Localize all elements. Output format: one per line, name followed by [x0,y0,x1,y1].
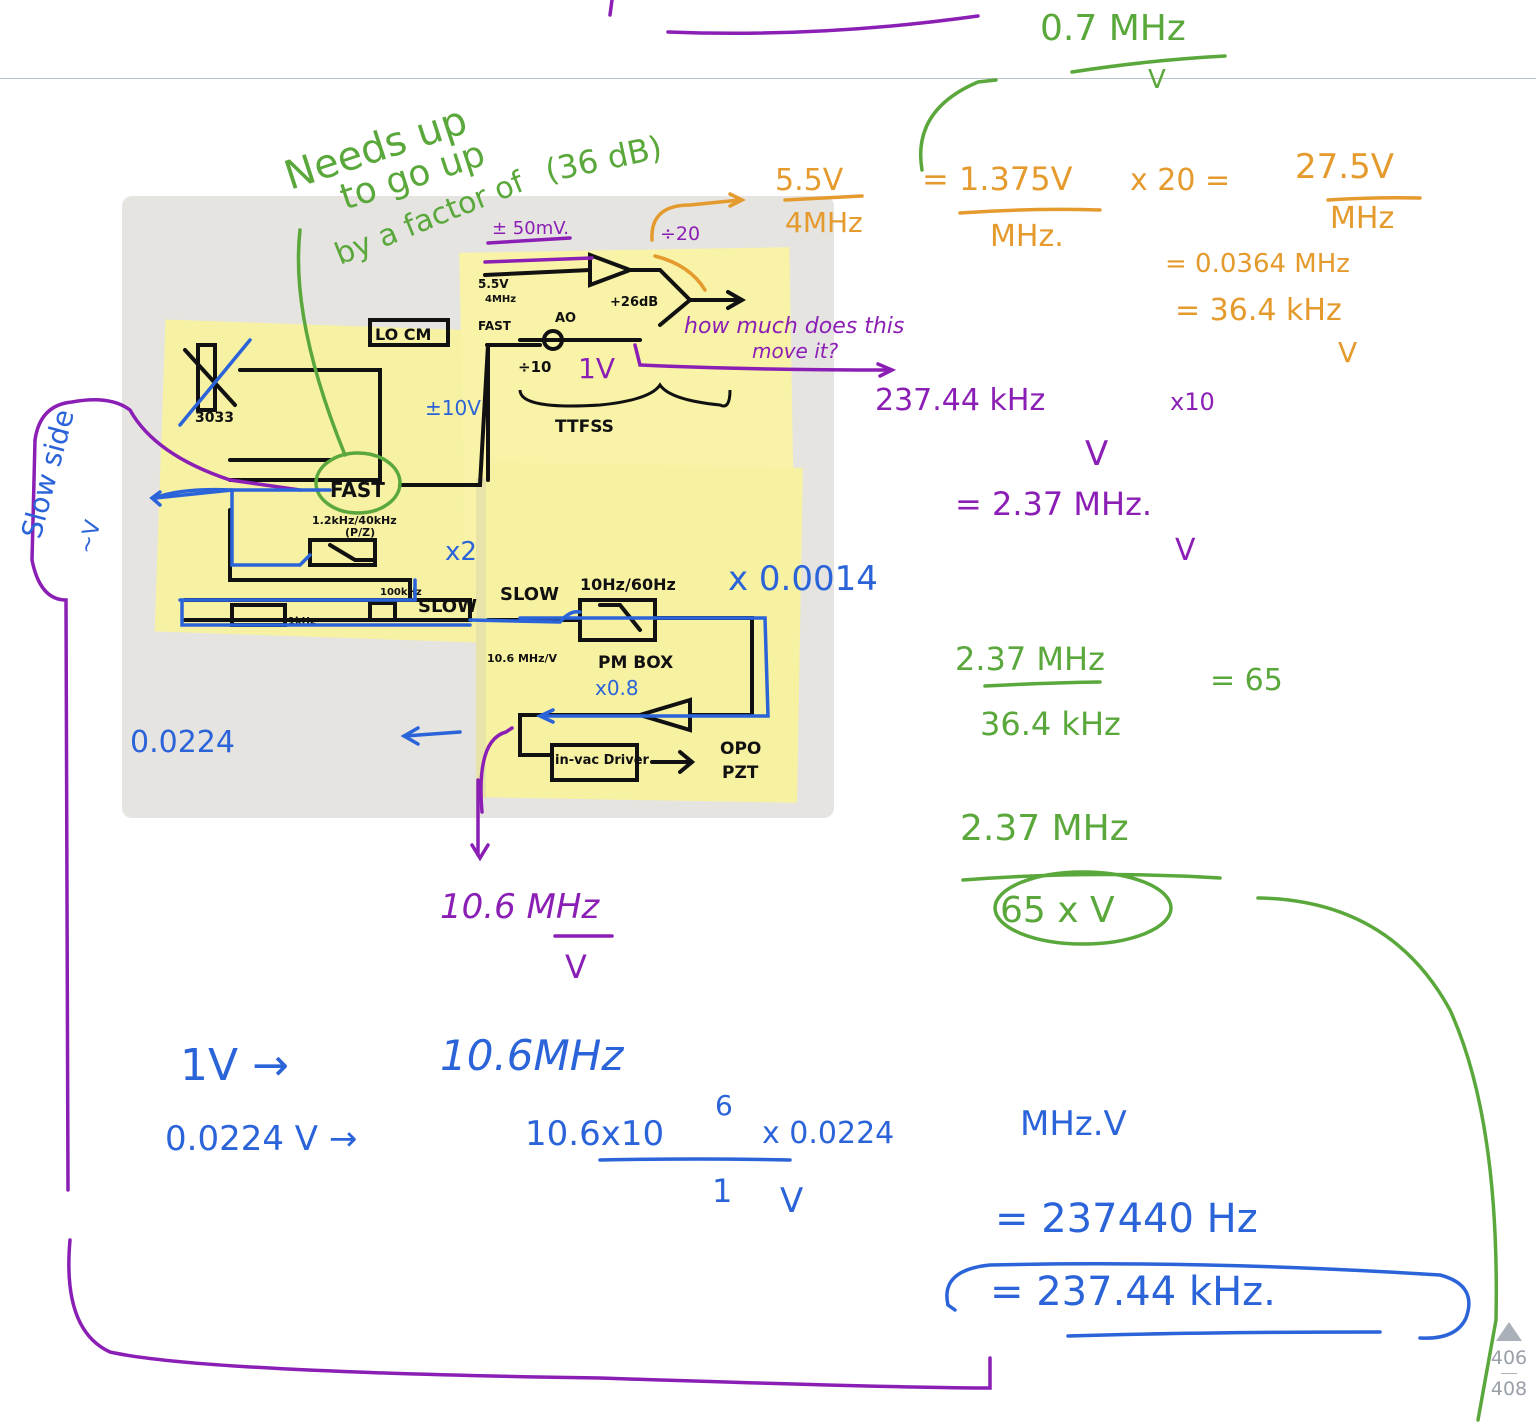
ratio-num: 2.37 MHz [955,640,1105,678]
k237-unit: V [1085,434,1108,474]
page-navigator: 406 408 [1486,1318,1532,1423]
ratio-den: 36.4 kHz [980,705,1121,743]
eq1-res-num: 27.5V [1295,147,1394,187]
blue-strokes [149,338,1471,1340]
k237-note: 237.44 kHz [875,383,1045,418]
r2-den: 65 x V [1000,890,1115,931]
eq1-line2: = 0.0364 MHz [1165,249,1350,279]
slow-v-note: ±10V [425,396,481,420]
eq1-den-left: 4MHz [785,206,863,239]
m237-unit: V [1175,533,1196,568]
eq1-mid-den: MHz. [990,219,1064,254]
black-ink-labels: LO CM FAST (P/Z) 1.2kHz/40kHz 3033 100kH… [195,277,761,783]
gain26-label: +26dB [610,295,658,310]
fast-label: FAST [330,478,385,502]
x08-note: x0.8 [595,676,639,700]
slow-v-unit: ~V [74,518,107,557]
total-pages: 408 [1490,1378,1528,1400]
line2-den: 1 [712,1172,732,1210]
ttfss-label: TTFSS [555,417,614,437]
res1: = 237440 Hz [995,1196,1258,1242]
m106-note: 10.6 MHz [440,887,600,927]
eq1-x20: x 20 = [1130,163,1230,198]
header-note-unit: V [1148,65,1166,95]
x2-note: x2 [445,537,477,567]
res2: = 237.44 kHz. [990,1269,1276,1315]
f100khz-label: 100kHz [380,587,422,598]
line2-den-v: V [780,1181,803,1221]
pm-box-label: PM BOX [598,653,673,673]
lo-cm-label: LO CM [375,325,431,344]
eq1-num-left: 5.5V [775,163,844,198]
m237-note: = 2.37 MHz. [955,485,1152,523]
how-much-note: how much does this [684,314,904,339]
ttfss-brace [518,382,732,408]
div20-note: ÷20 [660,223,700,245]
f1khz-label: 1kHz [288,616,316,627]
slow-note-label: SLOW [500,584,559,605]
orange-text: 5.5V 4MHz = 1.375V MHz. x 20 = 27.5V MHz… [775,147,1394,369]
eq1-unit-v: V [1338,336,1357,369]
fast-in-label: FAST [478,319,512,333]
line2-exp: 6 [715,1089,733,1122]
eq1-mid-num: = 1.375V [922,160,1073,198]
pm-freq-label: 10.6 MHz/V [487,652,558,665]
page-top-rule [0,78,1536,79]
purple-text: ± 50mV. ÷20 how much does this move it? … [440,218,1215,986]
div10-label: ÷10 [518,358,551,376]
line1-left: 1V → [180,1040,289,1091]
r2-num: 2.37 MHz [960,808,1129,849]
db36-note: (36 dB) [542,128,665,190]
move-it-note: move it? [752,339,839,363]
opo-label: OPO [720,739,761,759]
header-note: 0.7 MHz [1040,8,1186,49]
eq1-line3: = 36.4 kHz [1175,293,1342,328]
line2-x: x 0.0224 [762,1116,894,1151]
slow-side-note: Slow side [15,406,81,542]
line2-left: 0.0224 V → [165,1119,357,1159]
green-strokes [296,54,1499,1422]
page-separator [1501,1373,1517,1374]
mhz4-label: 4MHz [485,294,516,305]
blue-text: x2 x 0.0014 x0.8 ±10V 0.0224 Slow side ~… [15,396,1276,1315]
page-up-arrow-icon[interactable] [1496,1322,1522,1341]
tf-note-label: 10Hz/60Hz [580,575,676,594]
line2-mid: 10.6x10 [525,1114,664,1154]
one-v-note: 1V [578,352,615,385]
line1-right: 10.6MHz [440,1031,624,1080]
v55-label: 5.5V [478,277,509,291]
pzt-label: PZT [722,763,759,783]
x10-note: x10 [1170,388,1215,416]
pm50-note: ± 50mV. [492,218,569,239]
pz-label: (P/Z) [345,526,375,539]
f12-label: 1.2kHz/40kHz [312,514,397,527]
x0014-note: x 0.0014 [728,559,878,599]
r3033-label: 3033 [195,410,234,426]
ao-label: AO [555,311,576,326]
slow-box-label: SLOW [418,596,477,617]
ratio-eq: = 65 [1210,663,1283,698]
m106-unit: V [565,948,587,986]
eq1-res-den: MHz [1330,201,1394,236]
v0224-note: 0.0224 [130,725,235,760]
in-vac-label: in-vac Driver [555,753,650,768]
purple-strokes [30,0,992,1390]
line2-unit: MHz.V [1020,1104,1127,1144]
current-page: 406 [1490,1347,1528,1369]
orange-strokes [650,192,1422,292]
